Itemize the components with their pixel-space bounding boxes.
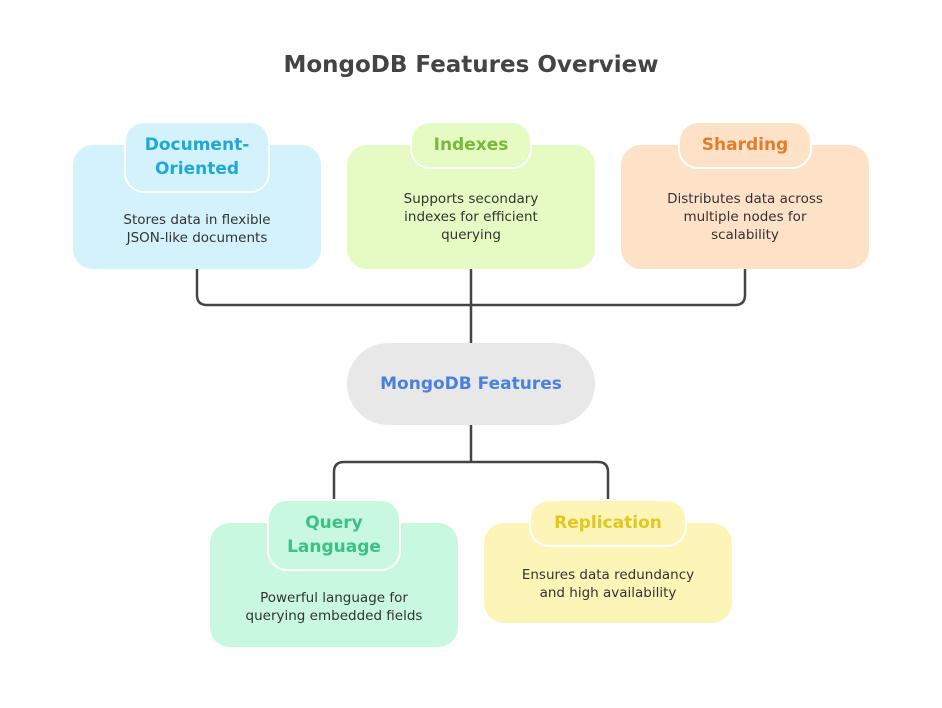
diagram-title: MongoDB Features Overview [283,52,659,78]
feature-title-document-oriented: Document-Oriented [124,121,270,193]
center-node: MongoDB Features [347,343,595,425]
feature-title-sharding: Sharding [678,121,812,169]
feature-title-replication: Replication [529,499,687,547]
feature-title-indexes: Indexes [410,121,532,169]
connector-top [195,268,747,343]
connector-bottom [332,425,610,500]
